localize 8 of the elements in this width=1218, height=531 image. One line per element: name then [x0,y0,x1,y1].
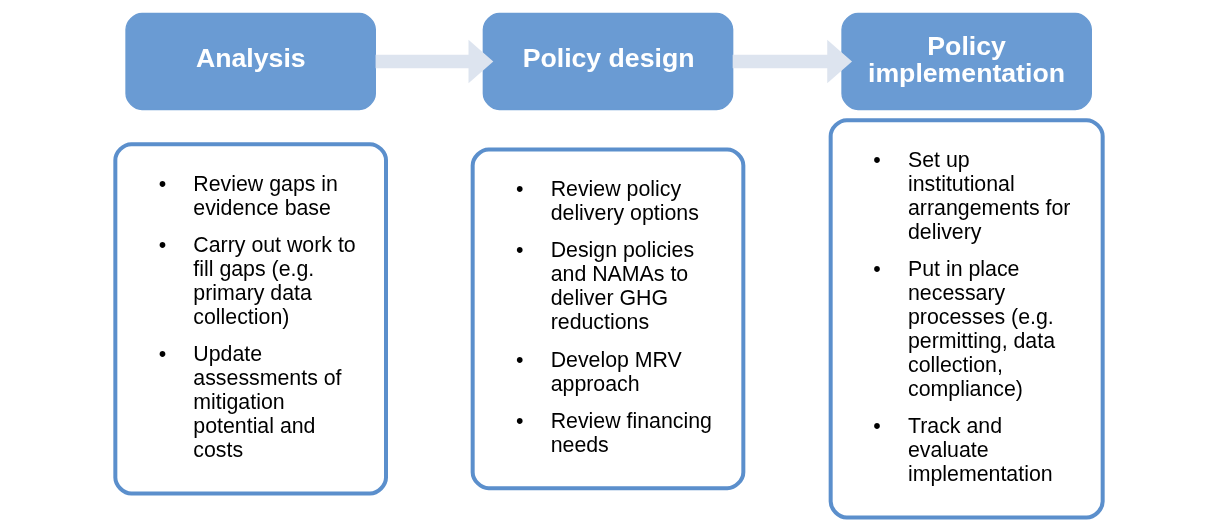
node-box: Analysis [125,12,376,111]
node-box: • Review policy delivery options • Design policies and NAMAs to deliver GHG reductions • Develop MRV approach • Review financing needs [470,147,746,491]
node-box: • Set up institutional arrangements for delivery • Put in place necessary processes (e.g. permitting, data collection, compliance) • Track and evaluate implementation [828,118,1105,520]
node-box: Policy implementation [841,12,1092,111]
arrow [732,39,853,84]
node-box: • Review gaps in evidence base • Carry out work to fill gaps (e.g. primary data collection) • Update assessments of mitigation potential and costs [113,142,388,496]
node-box: Policy design [482,12,734,111]
arrow [375,39,494,84]
